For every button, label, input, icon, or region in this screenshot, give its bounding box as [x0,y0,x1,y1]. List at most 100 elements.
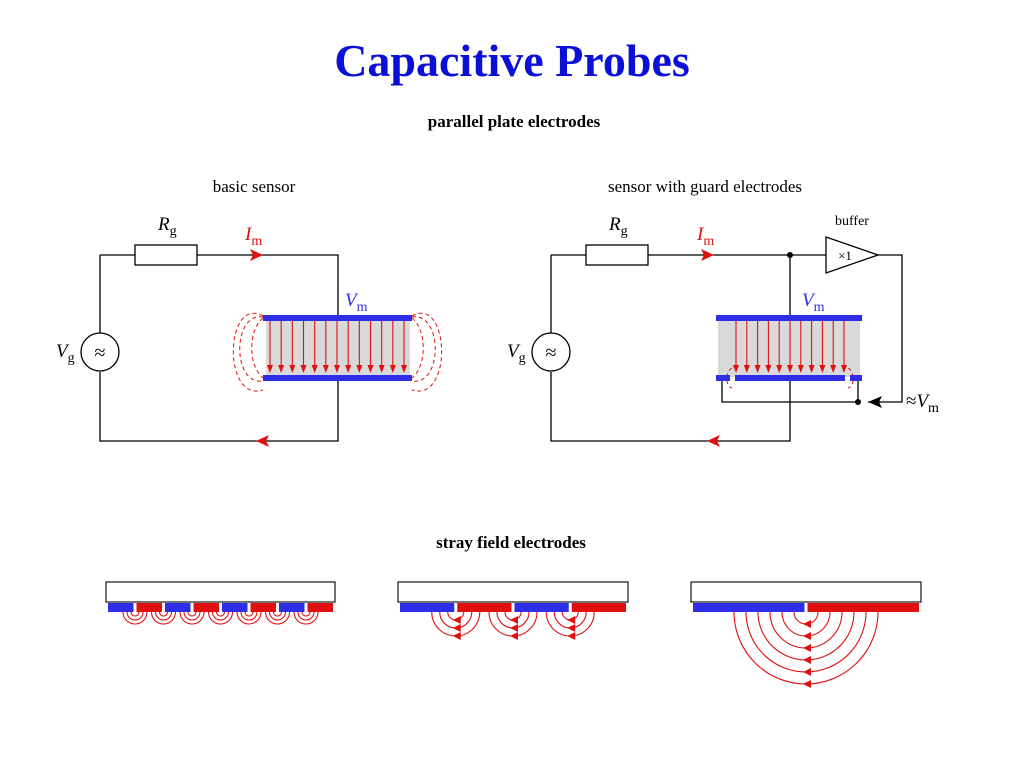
stray-field-line [488,611,538,637]
label-rg: Rg [157,214,177,239]
stray-field-arrowhead [803,668,811,676]
substrate-2 [397,581,629,603]
stray2-field-lines [431,611,595,640]
buffer-gain: ×1 [838,248,852,263]
field-arrowhead [311,365,318,373]
stray-field-arrowhead [510,632,518,640]
field-arrowhead [389,365,396,373]
stray-field-line [183,611,201,621]
field-arrowhead [819,365,826,373]
stray-field-arrowhead [452,624,461,632]
field-arrowhead [733,365,739,373]
field-arrowhead [830,365,837,373]
stray-field-arrowhead [452,632,461,640]
basic-sensor-diagram: basic sensor ≈ Rg Im Vg Vm [56,177,443,447]
electrode-blue [514,603,569,612]
field-arrowhead [322,365,329,373]
label-vg-2: Vg [507,341,526,366]
field-arrowhead [345,365,352,373]
ac-symbol-2: ≈ [546,342,557,364]
stray-field-line [244,611,254,617]
feedback-arrow [868,396,882,408]
slide-title: Capacitive Probes [334,35,690,86]
current-arrow-bottom-2 [707,435,720,447]
ac-voltage-source: ≈ [80,332,120,372]
label-im-2: Im [696,224,714,249]
stray-field-line [187,611,197,617]
stray-field-arrowhead [803,632,811,640]
stray-field-line [793,611,819,625]
stray-field-arrowhead [803,680,811,688]
field-arrowhead [334,365,340,373]
junction-guard [855,399,861,405]
field-arrowhead [797,365,804,373]
stray-field-line [154,611,173,621]
caption-buffer: buffer [835,214,869,229]
field-arrowhead [401,365,407,373]
caption-guard-sensor: sensor with guard electrodes [608,177,802,196]
stray-field-interdigital [105,581,336,625]
electrode-blue [222,603,248,612]
stray-field-line [769,611,843,649]
stray-field-arrowhead [567,624,576,632]
caption-basic-sensor: basic sensor [213,177,296,196]
stray-field-line [179,611,205,625]
current-arrow-top [250,249,263,261]
stray-field-line [130,611,140,617]
electrode-red [807,603,919,612]
label-vm-2: Vm [802,290,825,315]
stray-field-line [126,611,144,621]
stray1-field-lines [122,611,319,625]
field-arrowhead [765,365,772,373]
stray-field-line [268,611,287,621]
stray-field-large [690,581,922,688]
electrode-red [571,603,626,612]
resistor-rg-2 [585,244,649,266]
stray-field-arrowhead [567,632,576,640]
stray-field-arrowhead [567,616,576,624]
label-vg: Vg [56,341,75,366]
stray1-electrodes [108,603,333,612]
current-arrow-bottom [256,435,269,447]
electrode-blue [165,603,191,612]
stray-field-line [122,611,148,625]
field-arrowhead [787,365,793,373]
section-stray-field: stray field electrodes [436,533,586,552]
ac-voltage-source-2: ≈ [531,332,571,372]
buffer-amplifier: ×1 [825,236,880,274]
field-arrowhead [841,365,847,373]
guard-sensor-diagram: sensor with guard electrodes buffer ≈ ×1… [507,177,939,447]
guard-fringe-left [726,367,733,389]
field-arrowhead [356,365,363,373]
junction-top [787,252,793,258]
field-arrowhead [278,365,285,373]
field-arrowhead [754,365,761,373]
guard-fringe-right [847,367,854,389]
resistor-rg [134,244,198,266]
field-arrowhead [289,365,296,373]
electrode-red [250,603,276,612]
stray-field-line [293,611,319,625]
field-lines-basic [267,321,407,373]
field-arrowhead [367,365,374,373]
section-parallel-plate: parallel plate electrodes [428,112,601,131]
stray-field-arrowhead [452,616,461,624]
stray-field-arrowhead [510,624,518,632]
stray-field-line [211,611,230,621]
stray-field-line [236,611,262,625]
stray-field-line [240,611,258,621]
electrode-red [457,603,512,612]
stray-field-line [215,611,226,617]
stray-field-line [272,611,283,617]
stray-field-arrowhead [803,620,811,628]
stray-field-line [297,611,315,621]
stray-field-arrowhead [803,656,811,664]
field-arrowhead [743,365,750,373]
label-vm: Vm [345,290,368,315]
field-arrowhead [378,365,385,373]
electrode-blue [279,603,305,612]
stray-field-line [745,611,867,673]
field-arrowhead [808,365,815,373]
stray-field-line [150,611,177,625]
